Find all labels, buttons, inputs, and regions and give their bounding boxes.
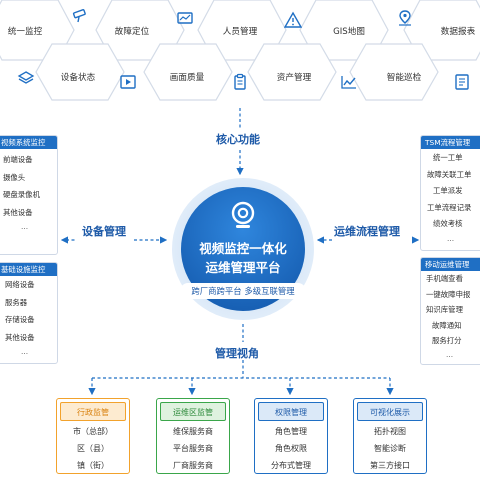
platform-title-line1: 视频监控一体化 bbox=[199, 241, 287, 256]
panel-item: 一键故障申报 bbox=[426, 289, 471, 299]
right-panel-mobile-ops: 移动运维管理 手机端查看 一键故障申报 知识库管理 故障通知 服务打分 ... bbox=[420, 257, 480, 365]
core-functions-hex-strip bbox=[0, 0, 480, 101]
panel-item: 前端设备 bbox=[3, 155, 33, 164]
hex-label-data-reports: 数据报表 bbox=[440, 27, 476, 37]
panel-more: ... bbox=[21, 347, 29, 356]
panel-item: 服务器 bbox=[5, 297, 28, 307]
panel-more: ... bbox=[447, 233, 455, 243]
hex-tile bbox=[143, 43, 233, 101]
right-panel-tsm-process: TSM流程管理 统一工单 故障关联工单 工单派发 工单流程记录 绩效考核 ... bbox=[420, 135, 480, 251]
card-title: 可视化展示 bbox=[357, 402, 423, 421]
panel-title: 基础设施监控 bbox=[0, 263, 57, 276]
hex-tile bbox=[247, 43, 337, 101]
panel-title: TSM流程管理 bbox=[421, 136, 480, 149]
card-item: 角色管理 bbox=[275, 427, 307, 436]
section-label-device-management: 设备管理 bbox=[82, 225, 126, 238]
monitor-icon bbox=[177, 12, 193, 24]
warning-icon bbox=[284, 11, 302, 28]
left-panel-video-monitoring: 视频系统监控 前端设备 摄像头 硬盘录像机 其他设备 ... bbox=[0, 135, 58, 255]
clipboard-icon bbox=[234, 73, 246, 90]
card-visualization: 可视化展示 拓扑视图 智能诊断 第三方接口 bbox=[353, 398, 427, 474]
panel-more: ... bbox=[446, 349, 454, 359]
panel-item: 手机端查看 bbox=[426, 274, 463, 283]
platform-subtitle-pill: 跨厂商跨平台 多级互联管理 bbox=[180, 283, 306, 299]
panel-item: 其他设备 bbox=[3, 207, 33, 217]
hex-label-fault-location: 故障定位 bbox=[114, 27, 150, 37]
panel-item: 知识库管理 bbox=[426, 305, 463, 314]
card-item: 市（总部） bbox=[73, 427, 113, 436]
panel-item: 存储设备 bbox=[5, 315, 35, 324]
hex-tile bbox=[349, 43, 439, 101]
card-item: 智能诊断 bbox=[374, 444, 406, 453]
card-admin-supervision: 行政监管 市（总部） 区（县） 镇（街） bbox=[56, 398, 130, 474]
layers-icon bbox=[17, 71, 35, 84]
panel-item: 硬盘录像机 bbox=[3, 190, 40, 199]
panel-item: 故障关联工单 bbox=[427, 169, 472, 179]
panel-title: 视频系统监控 bbox=[0, 136, 57, 149]
section-label-management-view: 管理视角 bbox=[215, 347, 259, 360]
panel-item: 工单派发 bbox=[433, 186, 463, 195]
section-label-core-functions: 核心功能 bbox=[216, 133, 260, 146]
hex-label-gis-map: GIS地图 bbox=[333, 27, 365, 37]
section-label-ops-process: 运维流程管理 bbox=[334, 225, 400, 238]
hex-label-smart-inspection: 智能巡检 bbox=[386, 73, 422, 83]
panel-item: 服务打分 bbox=[432, 336, 462, 345]
card-item: 拓扑视图 bbox=[374, 427, 406, 436]
panel-item: 绩效考核 bbox=[433, 219, 463, 228]
card-title: 运维区监管 bbox=[160, 402, 226, 421]
map-pin-icon bbox=[399, 10, 411, 26]
card-item: 维保服务商 bbox=[173, 427, 213, 436]
card-title: 行政监管 bbox=[60, 402, 126, 421]
panel-more: ... bbox=[21, 222, 29, 231]
video-play-icon bbox=[120, 75, 136, 89]
panel-item: 摄像头 bbox=[3, 172, 26, 182]
hex-label-asset-management: 资产管理 bbox=[276, 73, 312, 83]
line-chart-icon bbox=[341, 76, 356, 89]
card-item: 镇（街） bbox=[77, 461, 109, 470]
hex-label-device-status: 设备状态 bbox=[60, 73, 96, 83]
card-item: 区（县） bbox=[77, 444, 109, 453]
panel-item: 网络设备 bbox=[5, 280, 35, 289]
webcam-icon bbox=[231, 201, 255, 228]
card-item: 角色权限 bbox=[275, 444, 307, 453]
card-permission-management: 权限管理 角色管理 角色权限 分布式管理 bbox=[254, 398, 328, 474]
hex-label-unified-monitoring: 统一监控 bbox=[7, 27, 43, 37]
report-icon bbox=[455, 74, 469, 90]
left-panel-infrastructure-monitoring: 基础设施监控 网络设备 服务器 存储设备 其他设备 ... bbox=[0, 262, 58, 364]
panel-item: 其他设备 bbox=[5, 332, 35, 342]
hex-label-personnel-management: 人员管理 bbox=[222, 27, 258, 37]
camera-icon bbox=[72, 9, 86, 23]
panel-item: 统一工单 bbox=[433, 153, 463, 162]
panel-title: 移动运维管理 bbox=[421, 258, 480, 271]
card-item: 厂商服务商 bbox=[173, 461, 213, 470]
hex-label-image-quality: 画面质量 bbox=[169, 73, 205, 83]
platform-title-line2: 运维管理平台 bbox=[205, 260, 281, 275]
panel-item: 工单流程记录 bbox=[427, 202, 472, 212]
card-item: 第三方接口 bbox=[370, 461, 410, 470]
card-item: 分布式管理 bbox=[271, 461, 311, 470]
card-ops-area-supervision: 运维区监管 维保服务商 平台服务商 厂商服务商 bbox=[156, 398, 230, 474]
panel-item: 故障通知 bbox=[432, 320, 462, 330]
hex-tile bbox=[35, 43, 125, 101]
card-title: 权限管理 bbox=[258, 402, 324, 421]
card-item: 平台服务商 bbox=[173, 444, 213, 453]
